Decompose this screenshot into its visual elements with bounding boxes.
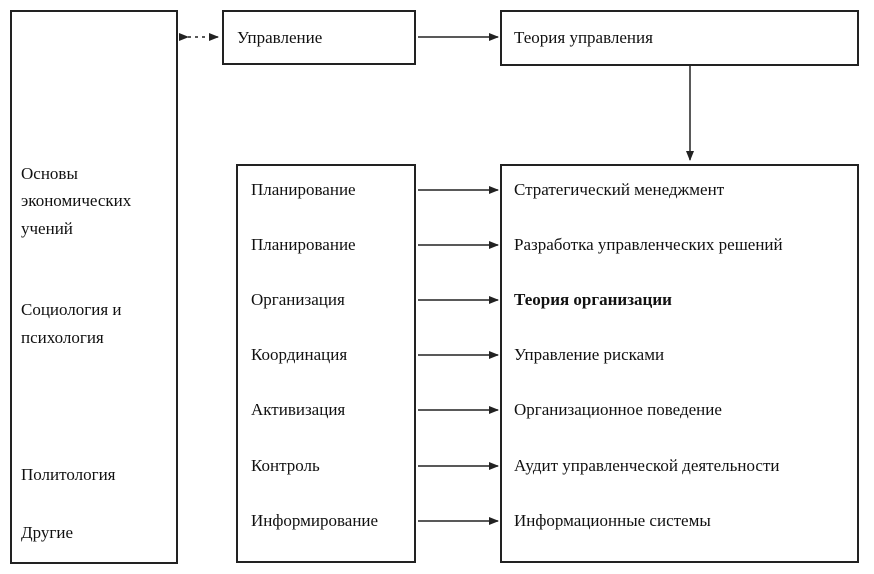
discipline-item: Разработка управленческих решений xyxy=(514,235,783,254)
function-item: Планирование xyxy=(251,235,356,254)
row-arrows xyxy=(418,186,499,525)
disciplines-box xyxy=(500,164,859,563)
discipline-item: Управление рисками xyxy=(514,345,665,364)
discipline-item: Стратегический менеджмент xyxy=(514,180,725,199)
foundations-item-economics-2: экономических xyxy=(21,191,132,210)
foundations-box xyxy=(10,10,178,564)
function-item: Координация xyxy=(251,345,348,364)
functions-box xyxy=(236,164,416,563)
foundations-item-sociology-1: Социология и xyxy=(21,300,122,319)
management-label: Управление xyxy=(237,28,323,47)
discipline-item: Теория организации xyxy=(514,290,672,309)
discipline-item: Организационное поведение xyxy=(514,400,722,419)
function-item: Организация xyxy=(251,290,345,309)
function-item: Активизация xyxy=(251,400,346,419)
foundations-item-economics-3: учений xyxy=(21,219,73,238)
management-theory-label: Теория управления xyxy=(514,28,653,47)
foundations-item-economics-1: Основы xyxy=(21,164,78,183)
foundations-item-other: Другие xyxy=(21,523,73,542)
function-item: Контроль xyxy=(251,456,320,475)
management-box xyxy=(222,10,416,65)
function-item: Планирование xyxy=(251,180,356,199)
management-theory-box xyxy=(500,10,859,66)
discipline-item: Информационные системы xyxy=(514,511,711,530)
foundations-item-sociology-2: психология xyxy=(21,328,104,347)
foundations-item-politology: Политология xyxy=(21,465,116,484)
function-item: Информирование xyxy=(251,511,379,530)
discipline-item: Аудит управленческой деятельности xyxy=(514,456,780,475)
